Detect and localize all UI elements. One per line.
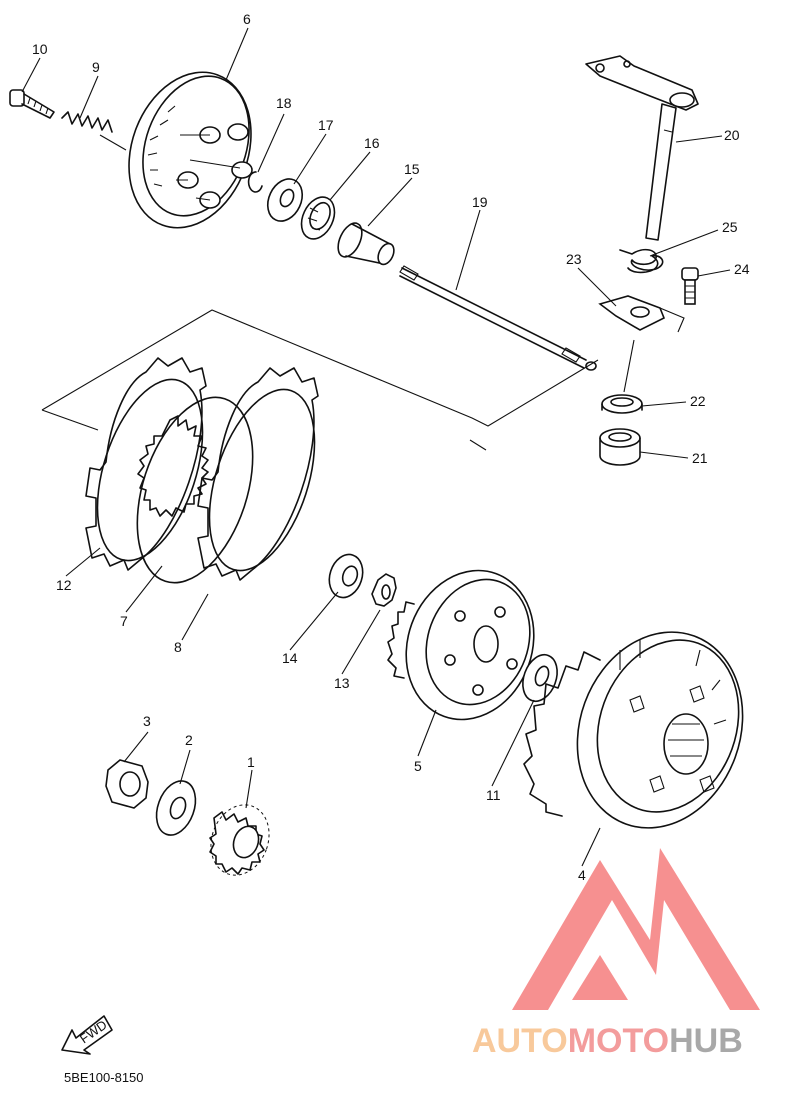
part-code: 5BE100-8150 <box>64 1070 144 1085</box>
push-rod-part-15 <box>337 222 395 266</box>
bolt-part-24 <box>681 267 699 305</box>
fwd-arrow: FWD <box>61 1015 113 1055</box>
automotohub-logo: AUTOMOTOHUB <box>472 848 760 1060</box>
callout-8: 8 <box>174 639 182 655</box>
callout-25: 25 <box>722 219 738 235</box>
callout-6: 6 <box>243 11 251 27</box>
friction-plate-part-8 <box>197 367 319 581</box>
callout-labels: 10 9 6 18 17 16 15 19 20 25 23 24 22 21 … <box>32 11 750 883</box>
callout-18: 18 <box>276 95 292 111</box>
spring-part-9 <box>61 111 127 151</box>
push-lever-shaft-part-20 <box>585 55 699 241</box>
callout-13: 13 <box>334 675 350 691</box>
callout-16: 16 <box>364 135 380 151</box>
callout-11: 11 <box>486 787 501 803</box>
logo-text-auto: AUTO <box>472 1022 568 1060</box>
spacer-part-14 <box>328 553 364 599</box>
gear-part-1 <box>209 804 270 876</box>
oil-seal-part-22 <box>601 394 643 414</box>
callout-21: 21 <box>692 450 708 466</box>
clutch-boss-part-5 <box>387 569 535 721</box>
clutch-plate-part-7 <box>136 396 254 584</box>
callout-9: 9 <box>92 59 100 75</box>
callout-24: 24 <box>734 261 750 277</box>
callout-7: 7 <box>120 613 128 629</box>
friction-plate-part-12 <box>85 357 207 571</box>
push-rod-part-19 <box>399 265 597 371</box>
callout-23: 23 <box>566 251 582 267</box>
callout-12: 12 <box>56 577 72 593</box>
logo-triangle-mark <box>512 848 760 1010</box>
svg-text:AUTOMOTOHUB: AUTOMOTOHUB <box>472 1022 743 1060</box>
lock-plate-part-23 <box>598 295 685 333</box>
callout-19: 19 <box>472 194 488 210</box>
callout-15: 15 <box>404 161 420 177</box>
callout-5: 5 <box>414 758 422 774</box>
bearing-part-21 <box>599 428 641 466</box>
callout-20: 20 <box>724 127 740 143</box>
washer-part-2 <box>155 780 197 836</box>
nut-part-3 <box>105 759 149 809</box>
spring-part-25 <box>619 248 664 274</box>
bearing-part-16 <box>300 196 336 240</box>
callout-2: 2 <box>185 732 193 748</box>
callout-3: 3 <box>143 713 151 729</box>
circlip-part-18 <box>247 171 263 193</box>
callout-14: 14 <box>282 650 298 666</box>
washer-part-17 <box>266 178 304 222</box>
clutch-housing-part-4 <box>523 631 744 829</box>
callout-1: 1 <box>247 754 255 770</box>
callout-17: 17 <box>318 117 334 133</box>
logo-text-moto: MOTO <box>568 1022 669 1060</box>
pressure-plate-part-6 <box>128 71 253 229</box>
callout-22: 22 <box>690 393 706 409</box>
callout-4: 4 <box>578 867 586 883</box>
logo-text-hub: HUB <box>669 1022 743 1060</box>
bolt-part-10 <box>9 89 55 119</box>
callout-10: 10 <box>32 41 48 57</box>
lock-washer-part-13 <box>371 573 397 607</box>
leader-lines <box>21 27 731 867</box>
fwd-label: FWD <box>77 1017 110 1046</box>
plate-pack-outline <box>41 309 599 451</box>
washer-part-11 <box>522 653 558 703</box>
